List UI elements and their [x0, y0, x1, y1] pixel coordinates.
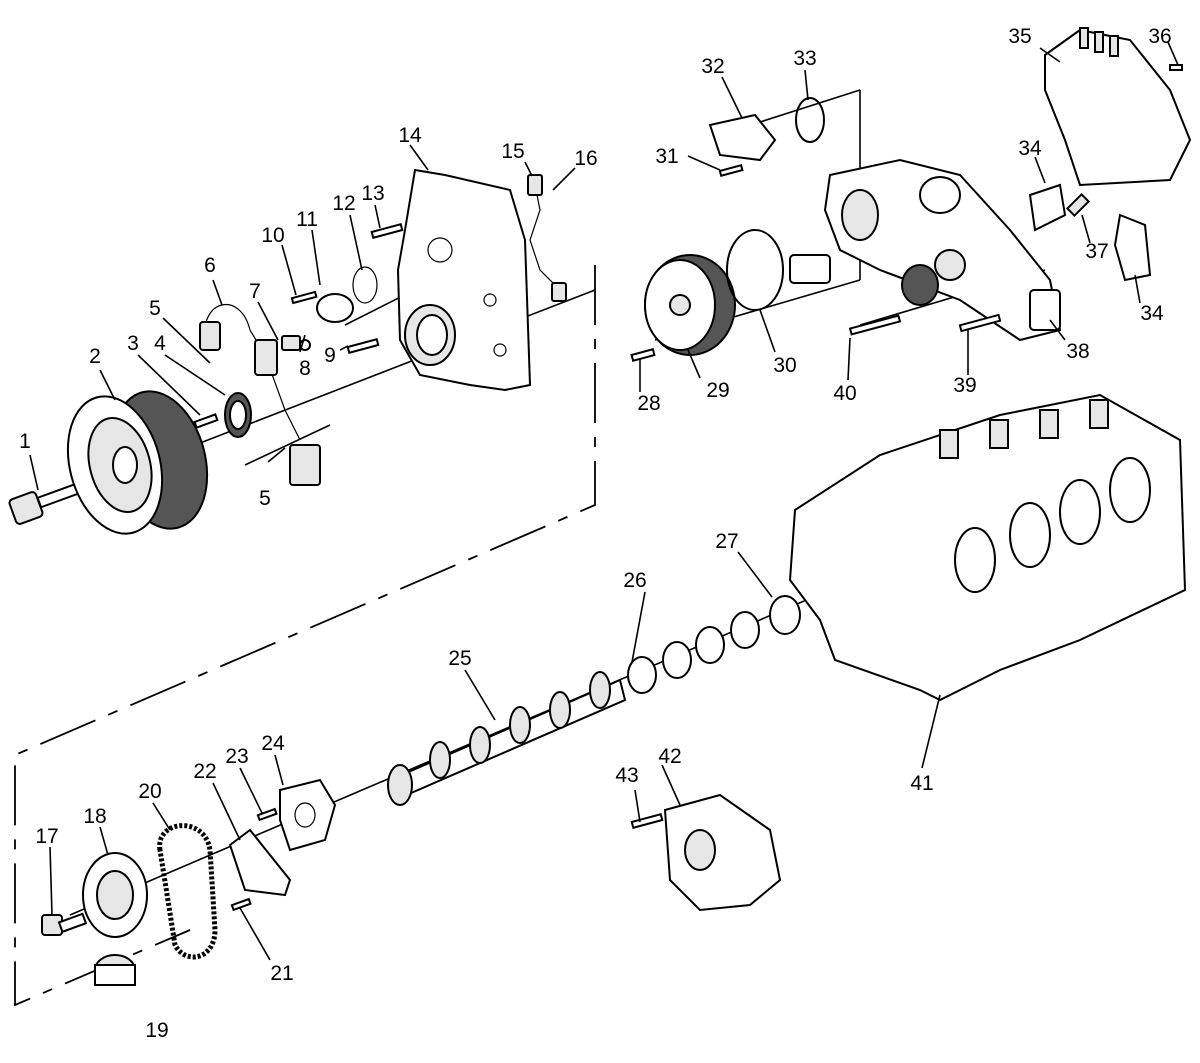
- callout-15: 15: [501, 140, 524, 163]
- timing-chain: [157, 823, 218, 960]
- camshaft-sensor-harness: [527, 174, 567, 302]
- callout-5b: 5: [259, 487, 271, 510]
- callout-20: 20: [138, 780, 161, 803]
- callout-leaders: [29, 41, 1179, 961]
- coolant-gaskets: [1028, 183, 1152, 282]
- callout-1: 1: [19, 430, 31, 453]
- callout-21: 21: [270, 962, 293, 985]
- callout-28: 28: [637, 392, 660, 415]
- crankshaft-balancer: [66, 390, 209, 535]
- front-cover-oil-seal: [224, 392, 252, 438]
- callout-10: 10: [261, 224, 284, 247]
- water-pump-assembly: [789, 158, 1062, 342]
- callout-35: 35: [1008, 25, 1031, 48]
- callout-11: 11: [296, 208, 318, 231]
- thermostat-housing: [708, 97, 825, 162]
- callout-31: 31: [655, 145, 678, 168]
- callout-26: 26: [623, 569, 646, 592]
- callout-27: 27: [715, 530, 738, 553]
- timing-fasteners: [230, 807, 278, 912]
- callout-22: 22: [193, 760, 216, 783]
- callout-17: 17: [35, 825, 58, 848]
- coolant-temperature-sensor: [1065, 192, 1091, 218]
- coolant-crossover: [1044, 27, 1192, 187]
- callout-13: 13: [361, 182, 384, 205]
- front-cover-fasteners: [290, 222, 404, 355]
- callout-4: 4: [154, 332, 166, 355]
- callout-12: 12: [332, 192, 355, 215]
- timing-chain-tensioner: [228, 828, 292, 897]
- callout-18: 18: [83, 805, 106, 828]
- callout-8: 8: [299, 357, 311, 380]
- crankshaft-sprocket: [94, 954, 136, 986]
- water-pump-gasket: [726, 229, 784, 311]
- crankshaft-position-sensor: [199, 303, 321, 486]
- camshaft-retainer-plate: [279, 778, 337, 852]
- callout-7: 7: [249, 280, 261, 303]
- callout-40: 40: [833, 382, 856, 405]
- crankshaft-key: [193, 413, 219, 429]
- callout-34a: 34: [1018, 137, 1042, 160]
- camshaft-sprocket: [82, 852, 148, 938]
- pulley-bolt: [630, 348, 656, 362]
- engine-front-cover: [396, 168, 532, 392]
- callout-25: 25: [448, 647, 471, 670]
- callout-29: 29: [706, 379, 729, 402]
- callout-16: 16: [574, 147, 597, 170]
- callout-19: 19: [145, 1019, 168, 1042]
- callout-36: 36: [1148, 25, 1171, 48]
- callout-30: 30: [773, 354, 796, 377]
- callout-23: 23: [225, 745, 248, 768]
- callout-9: 9: [324, 344, 336, 367]
- callout-34b: 34: [1140, 302, 1164, 325]
- callout-33: 33: [793, 47, 816, 70]
- callout-14: 14: [398, 124, 422, 147]
- water-pump-pulley: [644, 254, 736, 356]
- callout-43: 43: [615, 764, 638, 787]
- callout-6: 6: [204, 254, 216, 277]
- assembly-boundary: [14, 265, 596, 1007]
- callout-labels: 1 2 3 4 5 5 6 7 8 9 10 11 12 13 14 15 16…: [19, 25, 1172, 1042]
- callout-2: 2: [89, 345, 101, 368]
- camshaft: [387, 671, 627, 806]
- oil-pump: [630, 793, 782, 912]
- callout-39: 39: [953, 374, 976, 397]
- callout-38: 38: [1066, 340, 1089, 363]
- camshaft-sprocket-bolt: [41, 912, 88, 936]
- crankshaft-balancer-bolt: [8, 481, 85, 525]
- callout-32: 32: [701, 55, 724, 78]
- camshaft-bearings: [627, 595, 801, 694]
- callout-5a: 5: [149, 297, 161, 320]
- callout-24: 24: [261, 732, 285, 755]
- callout-37: 37: [1085, 240, 1108, 263]
- water-pump-bolts: [718, 64, 1183, 336]
- water-outlet: [1029, 289, 1061, 331]
- callout-3: 3: [127, 332, 139, 355]
- engine-block: [788, 393, 1187, 702]
- callout-42: 42: [658, 745, 681, 768]
- callout-41: 41: [910, 772, 933, 795]
